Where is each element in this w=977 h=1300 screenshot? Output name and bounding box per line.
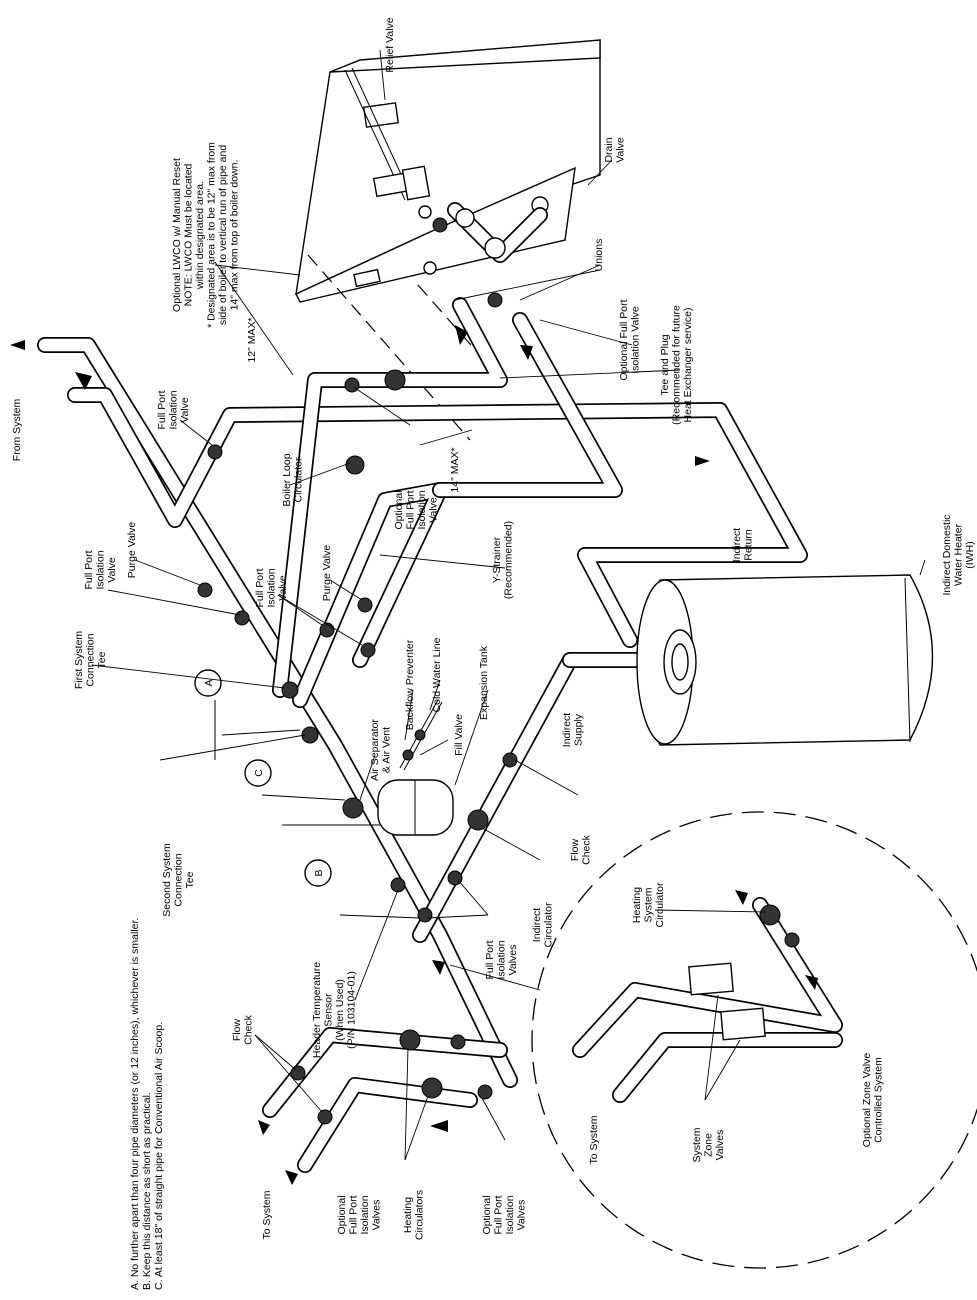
- label-iwh: Indirect DomesticWater Heater(IWH): [941, 514, 976, 595]
- label-cold-water-line: Cold Water Line: [431, 637, 443, 712]
- label-system-zone-valves: SystemZoneValves: [691, 1127, 726, 1162]
- label-to-system-right: To System: [588, 1115, 600, 1164]
- marker-a: A: [203, 679, 215, 686]
- footnote-3: C. At least 18" of straight pipe for Con…: [153, 1022, 165, 1290]
- valves-and-fittings: [197, 217, 518, 1125]
- label-flow-check-left: FlowCheck: [231, 1014, 255, 1045]
- zone-valve-inset: [449, 811, 977, 1269]
- indirect-water-heater: [636, 574, 934, 746]
- boiler-trim: [447, 202, 548, 263]
- label-indirect-circulator: IndirectCirculator: [531, 902, 555, 947]
- label-fill-valve: Fill Valve: [453, 714, 465, 756]
- label-full-port-iso-top: Full PortIsolationValve: [156, 390, 191, 429]
- label-optional-full-port-iso: OptionalFull PortIsolationValve: [393, 490, 440, 529]
- label-first-system-tee: First SystemConnectionTee: [73, 631, 108, 690]
- label-lwco-note: Optional LWCO w/ Manual ResetNOTE: LWCO …: [171, 142, 241, 328]
- label-indirect-supply: IndirectSupply: [561, 713, 585, 748]
- label-optional-full-port-iso-valve: Optional Full PortIsolation Valve: [618, 299, 642, 380]
- label-air-separator: Air Separator& Air Vent: [369, 719, 393, 781]
- label-boiler-loop-circulator: Boiler LoopCirculator: [281, 453, 305, 506]
- label-y-strainer: Y-Strainer(Recommended): [491, 521, 515, 599]
- dimension-markers: [194, 669, 421, 919]
- label-relief-valve: Relief Valve: [384, 17, 396, 72]
- label-twelve-max: 12" MAX*: [246, 317, 258, 362]
- label-full-port-iso-valves: Full PortIsolationValves: [484, 940, 519, 979]
- label-full-port-iso-left: Full PortIsolationValve: [83, 550, 118, 589]
- footnote-2: B. Keep this distance as short as practi…: [141, 1092, 153, 1290]
- expansion-tank: [377, 779, 454, 836]
- label-heating-system-circulator: HeatingSystemCirculator: [631, 882, 666, 927]
- label-optional-full-port-iso-valves-a: OptionalFull PortIsolationValves: [336, 1195, 383, 1234]
- system-piping: [37, 297, 808, 1173]
- label-indirect-return: IndirectReturn: [731, 528, 755, 563]
- label-expansion-tank: Expansion Tank: [478, 645, 490, 720]
- label-heating-circulators: HeatingCirculators: [402, 1190, 426, 1240]
- label-second-system-tee: Second SystemConnectionTee: [161, 843, 196, 917]
- label-full-port-iso-mid: Full PortIsolationValve: [254, 568, 289, 607]
- label-header-sensor: Header TemperatureSensor(When Used)(P/N …: [311, 962, 358, 1058]
- fill-valve-assembly: [399, 699, 443, 771]
- label-fourteen-max: 14" MAX*: [449, 447, 461, 492]
- leader-lines: [91, 49, 926, 1161]
- label-backflow-preventer: Backflow Preventer: [404, 639, 416, 730]
- marker-c: C: [253, 769, 265, 777]
- label-optional-zone-valve: Optional Zone ValveControlled System: [861, 1053, 885, 1148]
- flow-arrows: [10, 325, 818, 1185]
- label-purge-valve-mid: Purge Valve: [321, 545, 333, 602]
- marker-b: B: [313, 869, 325, 876]
- boiler-cabinet: [295, 39, 601, 303]
- label-purge-valve-left: Purge Valve: [126, 522, 138, 579]
- label-tee-and-plug: Tee and Plug(Recommended for futureHeat …: [659, 305, 694, 425]
- footnote-1: A. No further apart than four pipe diame…: [129, 918, 141, 1290]
- label-unions: Unions: [593, 239, 605, 272]
- label-optional-full-port-iso-valves-b: OptionalFull PortIsolationValves: [481, 1195, 528, 1234]
- label-drain-valve: DrainValve: [603, 137, 627, 163]
- label-to-system-left: To System: [261, 1190, 273, 1239]
- label-from-system: From System: [11, 399, 23, 462]
- label-flow-check-right: FlowCheck: [569, 834, 593, 865]
